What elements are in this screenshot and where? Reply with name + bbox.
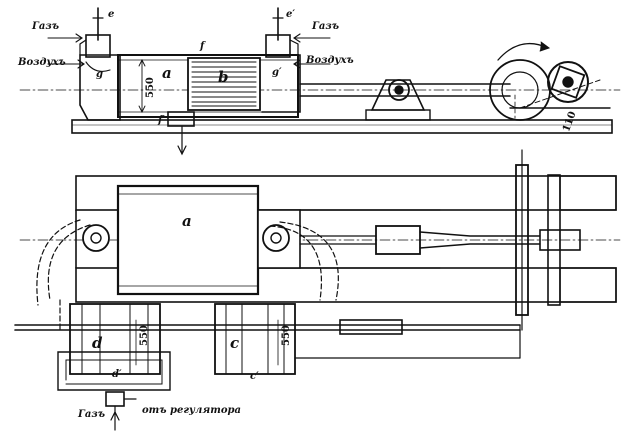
label-f: f xyxy=(200,41,205,52)
label-g-prime: g′ xyxy=(272,67,282,78)
label-c-prime: c′ xyxy=(250,371,259,382)
label-a-plan: a xyxy=(182,212,192,230)
label-b-top: b xyxy=(218,68,229,86)
cylinder-plan xyxy=(116,184,260,296)
label-d: d xyxy=(92,334,103,352)
label-c: c xyxy=(230,334,240,352)
valve-right-plan xyxy=(262,224,290,252)
label-g: g xyxy=(96,69,103,80)
gas-feed xyxy=(57,351,171,431)
base-plate xyxy=(71,119,613,134)
plan-view xyxy=(14,149,621,431)
dim-550-d: 550 xyxy=(139,325,150,346)
from-regulator-label: отъ регулятора xyxy=(142,405,241,416)
air-label-left: Воздухъ xyxy=(18,57,66,68)
valve-left-plan xyxy=(82,224,110,252)
label-f-prime: f′ xyxy=(158,115,165,126)
label-a-top: a xyxy=(162,64,172,82)
label-e-prime: e′ xyxy=(286,9,295,20)
dim-550-c: 550 xyxy=(281,325,292,346)
air-label-right: Воздухъ xyxy=(306,55,354,66)
dim-550-top: 550 xyxy=(145,77,156,98)
gas-label-bottom: Газъ xyxy=(78,409,106,420)
gas-label-right: Газъ xyxy=(312,21,340,32)
side-elevation xyxy=(19,7,621,156)
cylinder-elevation xyxy=(47,7,331,156)
flywheel-plan xyxy=(515,149,617,331)
label-d-prime: d′ xyxy=(112,369,122,380)
rod-elevation xyxy=(299,79,511,121)
label-e: e xyxy=(108,9,115,20)
layshaft xyxy=(14,303,521,375)
gas-label-left: Газъ xyxy=(32,21,60,32)
crank-elevation xyxy=(489,41,611,121)
